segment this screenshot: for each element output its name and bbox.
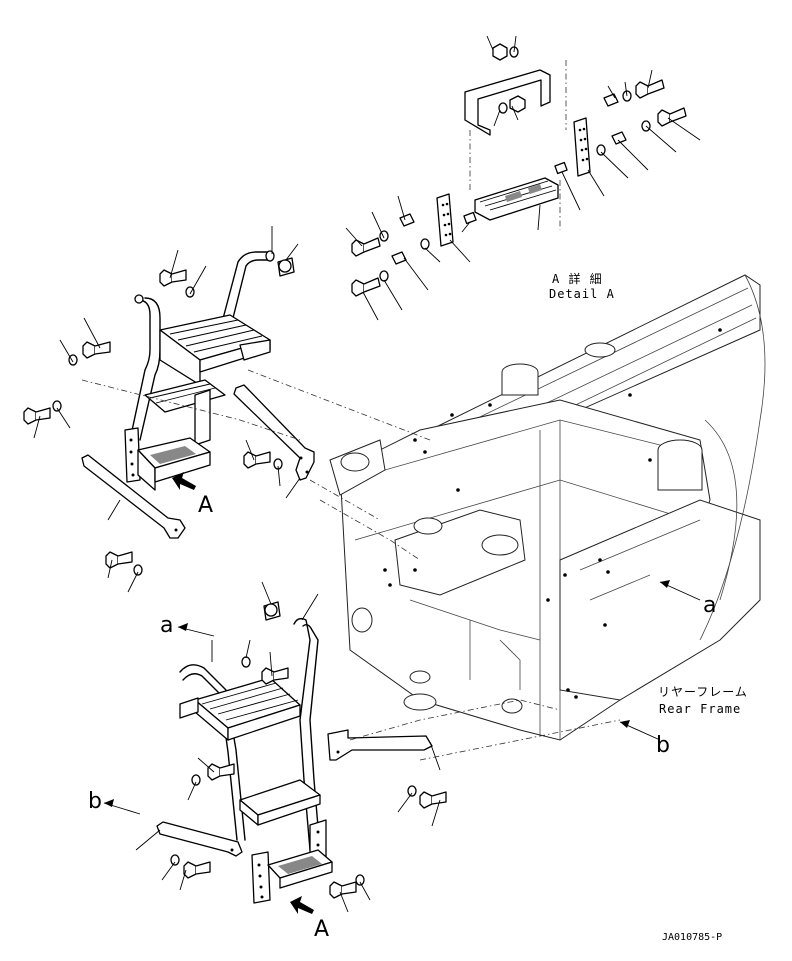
bolt bbox=[183, 861, 211, 879]
stay-bar bbox=[81, 454, 186, 539]
rear-frame-label-jp: リヤーフレーム bbox=[658, 685, 748, 699]
detail-label-en: Detail A bbox=[549, 287, 615, 301]
bolt bbox=[419, 791, 447, 809]
detail-a-group bbox=[345, 35, 701, 321]
side-plate bbox=[251, 851, 271, 904]
arrow-label-b-right: b bbox=[656, 733, 670, 758]
step-bracket bbox=[464, 69, 551, 136]
bolt bbox=[243, 451, 271, 469]
view-label-a-lower: A bbox=[314, 917, 329, 942]
bolt bbox=[635, 79, 665, 99]
arrow-label-a-left: a bbox=[160, 613, 173, 638]
bolt bbox=[261, 667, 289, 685]
step-tread bbox=[474, 177, 559, 221]
handrail bbox=[219, 251, 271, 331]
lower-ladder-assembly bbox=[135, 581, 621, 914]
handrail bbox=[179, 664, 246, 841]
arrow-label-a-right: a bbox=[703, 593, 716, 618]
upper-ladder-assembly bbox=[23, 226, 431, 593]
arrow-label-b-left: b bbox=[88, 789, 102, 814]
perforated-plate bbox=[436, 193, 454, 247]
stay-bar bbox=[327, 729, 433, 761]
detail-label-jp: A 詳 細 bbox=[552, 271, 603, 286]
view-arrow-icon bbox=[290, 896, 314, 914]
perforated-plate bbox=[573, 117, 591, 177]
bolt bbox=[657, 107, 687, 127]
bolt bbox=[329, 881, 357, 899]
bolt bbox=[351, 277, 381, 297]
view-label-a-upper: A bbox=[198, 493, 213, 518]
rear-frame bbox=[329, 274, 766, 741]
callout-arrows bbox=[103, 580, 701, 815]
bolt bbox=[159, 269, 187, 287]
bolt bbox=[82, 341, 111, 359]
nut bbox=[492, 43, 508, 61]
bolt bbox=[351, 237, 381, 257]
rear-frame-label-en: Rear Frame bbox=[659, 702, 741, 716]
stay-bar bbox=[233, 384, 315, 481]
side-plate bbox=[124, 427, 141, 483]
view-arrow-icon bbox=[172, 472, 196, 490]
stay-bar bbox=[156, 821, 243, 857]
bolt bbox=[105, 551, 133, 569]
handrail bbox=[129, 299, 151, 441]
bolt bbox=[23, 407, 51, 425]
drawing-code: JA010785-P bbox=[662, 932, 722, 943]
